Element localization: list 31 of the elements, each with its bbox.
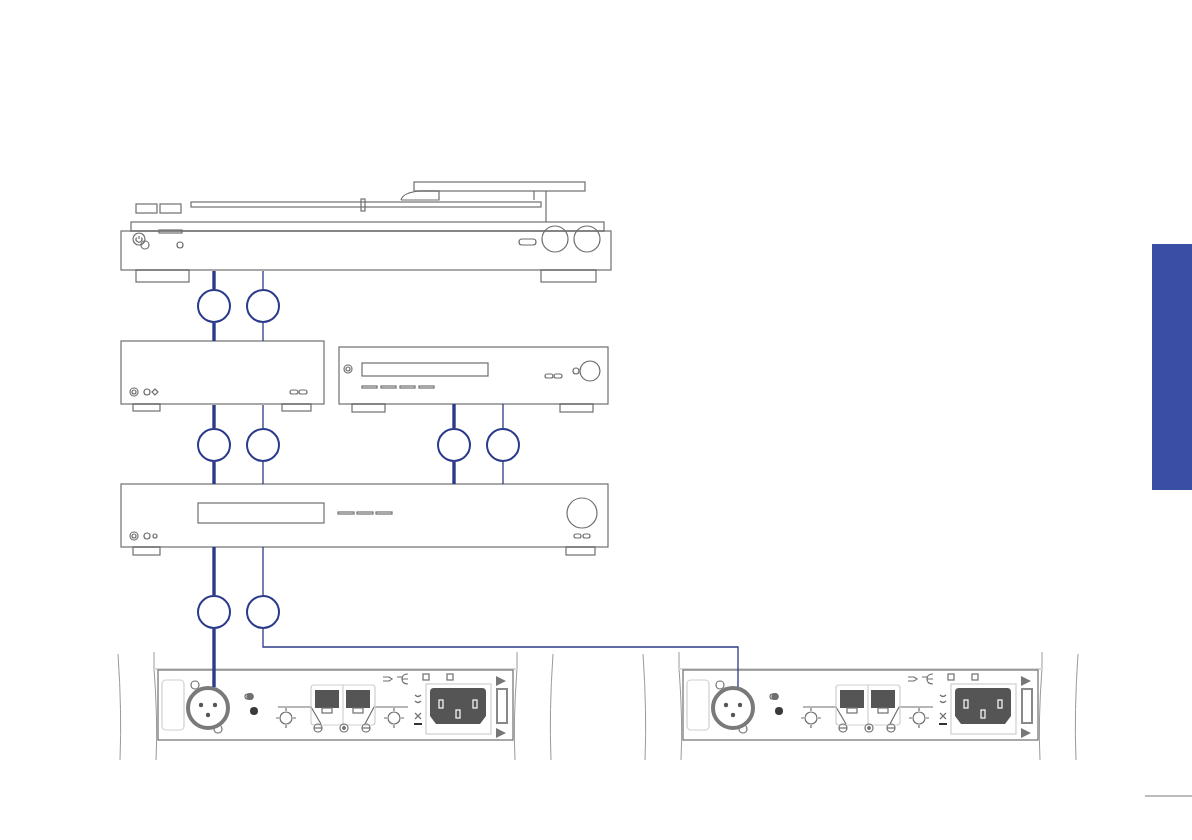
cable-line — [262, 322, 264, 342]
cable-circle — [486, 428, 520, 462]
xlr-input-connector — [186, 686, 230, 730]
cable-circle — [197, 289, 231, 323]
cable-line — [212, 462, 216, 484]
side-tab — [1152, 244, 1192, 490]
streamer-drawing — [339, 347, 609, 413]
cable-line — [452, 404, 456, 428]
cable-line — [212, 629, 216, 687]
cable-line — [262, 461, 264, 485]
cable-circle — [246, 428, 280, 462]
xlr-input-connector — [711, 686, 755, 730]
cable-line — [262, 270, 264, 290]
cable-circle — [246, 289, 280, 323]
cable-line — [262, 546, 264, 596]
cable-line — [212, 405, 216, 428]
cable-line — [212, 547, 216, 595]
cable-line — [262, 404, 264, 429]
cable-circle — [197, 595, 231, 629]
amplifier-drawing — [121, 484, 609, 556]
cable-line — [212, 323, 216, 341]
phono-stage-drawing — [121, 341, 325, 412]
turntable-drawing — [121, 182, 612, 283]
cable-circle — [246, 595, 280, 629]
cable-line — [212, 271, 216, 289]
cable-circle — [197, 428, 231, 462]
cable-line — [502, 403, 504, 429]
cable-line — [452, 462, 456, 484]
cable-circle — [437, 428, 471, 462]
cable-line — [262, 628, 739, 688]
cable-line — [502, 461, 504, 485]
